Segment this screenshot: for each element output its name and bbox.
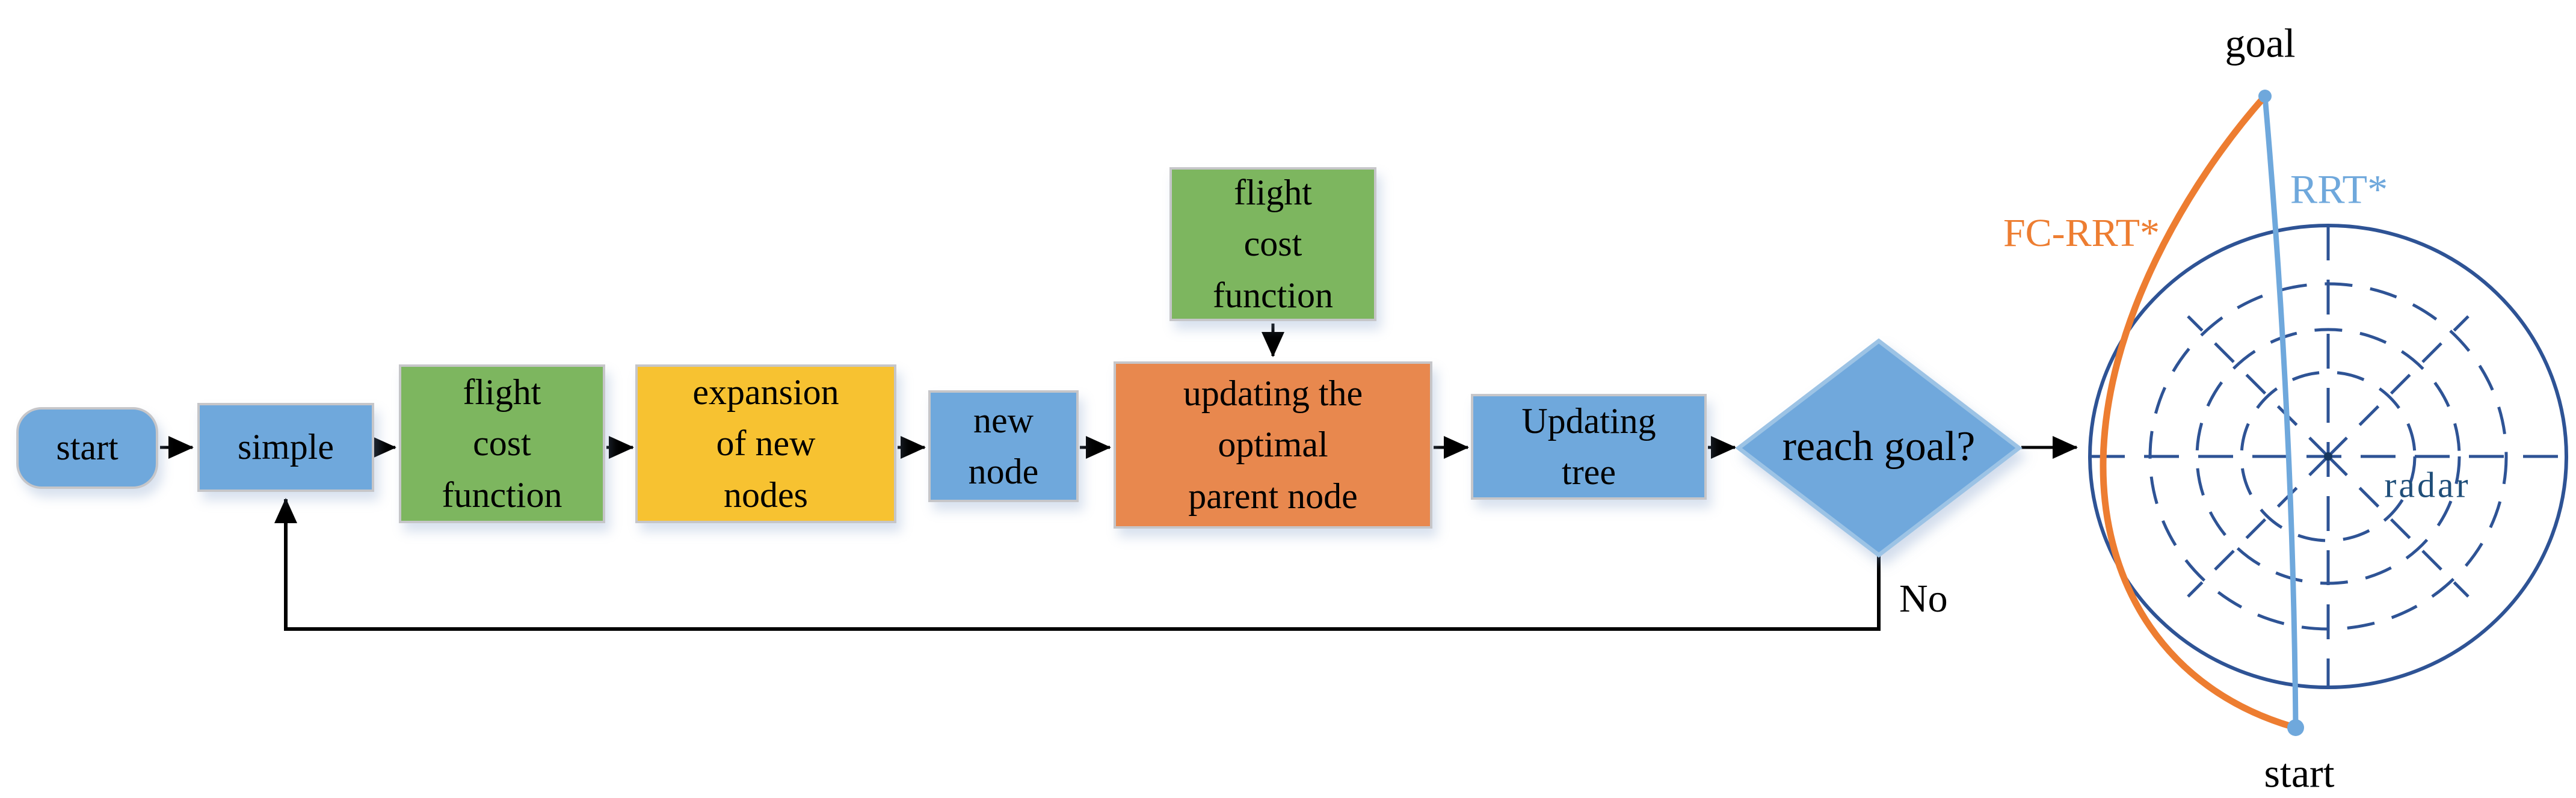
radar-area-label: radar: [2384, 465, 2471, 505]
node-updating-parent-label: updating the optimal parent node: [1183, 373, 1363, 516]
start-label: start: [2264, 750, 2335, 796]
start-point: [2287, 719, 2304, 736]
goal-point: [2258, 90, 2272, 103]
radar-center-dot: [2324, 452, 2332, 461]
radar-spoke-sw: [2187, 455, 2329, 598]
node-new-node-label: new node: [968, 400, 1039, 491]
rrt-series-label: RRT*: [2290, 166, 2388, 212]
node-expansion-of-new-nodes: expansion of new nodes: [635, 364, 896, 523]
node-expansion-label: expansion of new nodes: [692, 372, 839, 515]
no-branch-label: No: [1899, 577, 1948, 621]
node-simple-label: simple: [238, 427, 334, 467]
node-updating-optimal-parent: updating the optimal parent node: [1114, 361, 1432, 529]
node-new-node: new node: [928, 390, 1079, 502]
radar-diagram: [2088, 90, 2568, 736]
flow-connectors: [160, 324, 2078, 631]
radar-spoke-nw: [2187, 315, 2329, 458]
node-updating-tree-label: Updating tree: [1521, 401, 1656, 492]
node-start-label: start: [56, 428, 119, 468]
decision-label: reach goal?: [1782, 423, 1976, 470]
node-simple: simple: [197, 403, 374, 492]
decision-diamond: [1735, 338, 2023, 558]
node-flight-cost-function-label: flight cost function: [442, 372, 562, 515]
node-flight-cost-function: flight cost function: [399, 364, 605, 523]
node-flight-cost-function-top: flight cost function: [1169, 167, 1376, 321]
node-updating-tree: Updating tree: [1471, 394, 1707, 500]
fc-rrt-path: [2100, 93, 2299, 731]
radar-spoke-se: [2327, 455, 2470, 598]
node-flight-cost-function-top-label: flight cost function: [1213, 173, 1333, 315]
rrt-path: [2262, 93, 2299, 731]
goal-label: goal: [2225, 20, 2296, 66]
fc-rrt-series-label: FC-RRT*: [2003, 211, 2160, 255]
node-start: start: [16, 407, 158, 489]
radar-spoke-ne: [2327, 315, 2470, 458]
no-loop-connector: [274, 498, 1881, 631]
